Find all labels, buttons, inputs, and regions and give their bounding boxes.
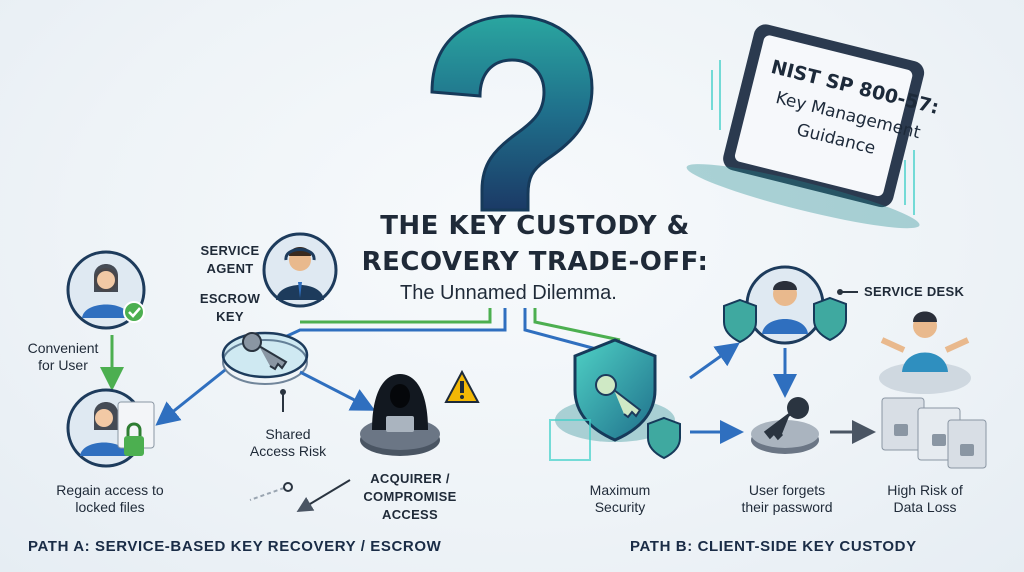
- path-b-heading: PATH B: CLIENT-SIDE KEY CUSTODY: [630, 538, 917, 555]
- subtitle: The Unnamed Dilemma.: [400, 282, 617, 304]
- panicked-user-icon: [879, 311, 971, 394]
- escrow-key-icon: [221, 331, 309, 385]
- user-avatar-icon: [66, 250, 146, 330]
- key-icon: [751, 397, 819, 454]
- arrow-faded: [249, 487, 285, 501]
- arrow-to-desk: [689, 342, 740, 380]
- arrow-compromise: [296, 479, 351, 513]
- question-mark-icon: [430, 14, 594, 212]
- nist-document-tablet: NIST SP 800-57: Key Management Guidance: [686, 24, 941, 229]
- hacker-icon: [360, 374, 440, 456]
- service-desk-label: SERVICE DESK: [864, 284, 965, 299]
- path-a-heading: PATH A: SERVICE-BASED KEY RECOVERY / ESC…: [28, 538, 442, 555]
- arrow-regain: [155, 368, 226, 426]
- shield-key-icon: [549, 338, 681, 461]
- title-line-2: RECOVERY TRADE-OFF:: [361, 247, 709, 277]
- warning-icon: [444, 369, 480, 403]
- user-files-icon: [66, 388, 155, 468]
- service-agent-icon: [262, 232, 338, 308]
- tablet-glow-lines: [711, 60, 915, 215]
- title-line-1: THE KEY CUSTODY &: [380, 211, 690, 241]
- main-title: THE KEY CUSTODY & RECOVERY TRADE-OFF:: [355, 208, 715, 280]
- service-desk-user-icon: [723, 265, 847, 345]
- locked-files-icon: [881, 397, 987, 469]
- arrow-acquirer: [299, 370, 376, 411]
